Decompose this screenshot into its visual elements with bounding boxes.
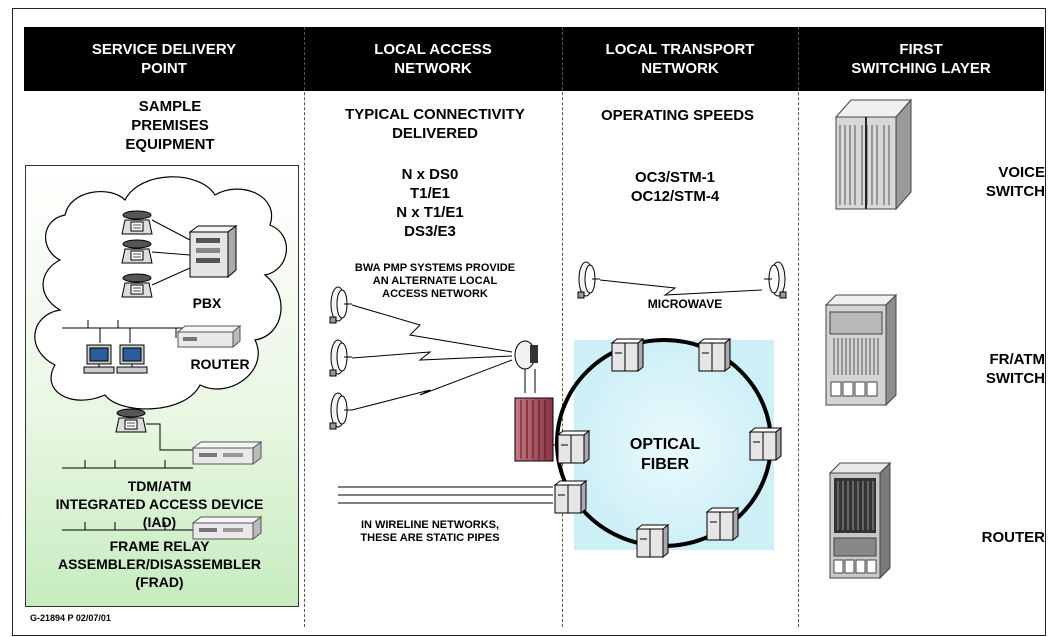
label-line: SWITCH [985, 183, 1045, 200]
core-router-label: ROUTER [981, 529, 1045, 546]
frad-label: FRAME RELAY ASSEMBLER/DISASSEMBLER (FRAD… [32, 537, 287, 591]
premises-router-label: ROUTER [190, 356, 250, 372]
pbx-label: PBX [192, 295, 222, 311]
phone-icon [121, 210, 153, 235]
column-header-service-delivery: SERVICE DELIVERY POINT [24, 27, 304, 91]
phone-icon [115, 408, 147, 433]
typical-connectivity-heading: TYPICAL CONNECTIVITY DELIVERED [310, 105, 560, 143]
phone-icon [121, 239, 153, 264]
label-line: (IAD) [142, 514, 177, 530]
column-header-local-access: LOCAL ACCESS NETWORK [304, 27, 562, 91]
operating-speeds-heading: OPERATING SPEEDS [600, 107, 755, 124]
rate-item: N x T1/E1 [396, 204, 464, 221]
heading-line: EQUIPMENT [125, 136, 215, 153]
fratm-switch-label: FR/ATM SWITCH [950, 350, 1045, 388]
label-line: ASSEMBLER/DISASSEMBLER [57, 556, 262, 572]
base-station-cabinet-icon [514, 397, 554, 462]
voice-switch-label: VOICE SWITCH [950, 163, 1045, 201]
pc-icon [116, 344, 148, 374]
label-line: SWITCH [985, 370, 1045, 387]
rate-item: N x DS0 [401, 166, 459, 183]
premises-cloud [34, 176, 287, 410]
optical-fiber-label: OPTICAL FIBER [615, 435, 715, 475]
pbx-icon [188, 225, 238, 279]
document-id: G-21894 P 02/07/01 [30, 613, 111, 623]
core-router-icon [828, 461, 892, 580]
microwave-label: MICROWAVE [647, 297, 723, 311]
fratm-switch-icon [824, 293, 898, 407]
column-header-local-transport: LOCAL TRANSPORT NETWORK [562, 27, 798, 91]
column-header-line: NETWORK [394, 60, 472, 77]
column-header-line: SERVICE DELIVERY [91, 41, 237, 58]
router-icon [176, 324, 242, 349]
fiber-node-icon [698, 338, 731, 372]
wireline-note: IN WIRELINE NETWORKS, THESE ARE STATIC P… [330, 519, 530, 545]
column-header-line: NETWORK [641, 60, 719, 77]
fiber-node-icon [706, 507, 739, 541]
fiber-node-icon [749, 427, 782, 461]
dish-antenna-icon [577, 261, 601, 299]
rate-item: T1/E1 [409, 185, 451, 202]
fiber-node-icon [557, 430, 590, 464]
iad-device-icon [192, 441, 262, 465]
voice-switch-icon [834, 98, 913, 211]
column-divider [304, 27, 305, 627]
note-line: IN WIRELINE NETWORKS, [360, 519, 500, 531]
phone-icon [121, 273, 153, 298]
column-divider [562, 27, 563, 627]
iad-label: TDM/ATM INTEGRATED ACCESS DEVICE (IAD) [32, 477, 287, 531]
rate-item: DS3/E3 [404, 223, 456, 240]
fiber-node-icon [611, 338, 644, 372]
label-line: FR/ATM [989, 351, 1045, 368]
dish-antenna-icon [329, 339, 353, 377]
base-station-antenna-icon [514, 340, 538, 393]
pc-icon [83, 344, 115, 374]
note-line: BWA PMP SYSTEMS PROVIDE [354, 262, 516, 274]
label-line: TDM/ATM [127, 478, 192, 494]
sample-premises-heading: SAMPLE PREMISES EQUIPMENT [70, 97, 270, 154]
column-header-line: LOCAL ACCESS [374, 41, 492, 58]
connectivity-rates: N x DS0 T1/E1 N x T1/E1 DS3/E3 [350, 165, 510, 241]
dish-antenna-icon [763, 261, 787, 299]
bwa-note: BWA PMP SYSTEMS PROVIDE AN ALTERNATE LOC… [330, 262, 540, 301]
column-header-first-switching: FIRST SWITCHING LAYER [798, 27, 1044, 91]
label-line: VOICE [998, 164, 1045, 181]
label-line: (FRAD) [135, 574, 184, 590]
speed-item: OC3/STM-1 [634, 169, 715, 186]
note-line: ACCESS NETWORK [382, 288, 488, 300]
column-header-line: LOCAL TRANSPORT [605, 41, 755, 58]
column-header-line: SWITCHING LAYER [851, 60, 991, 77]
label-line: FRAME RELAY [109, 538, 210, 554]
fiber-node-icon [554, 480, 587, 514]
column-header-line: POINT [141, 60, 187, 77]
header-bar [24, 27, 1044, 91]
heading-line: TYPICAL CONNECTIVITY [345, 106, 525, 123]
label-line: INTEGRATED ACCESS DEVICE [55, 496, 264, 512]
dish-antenna-icon [329, 392, 353, 430]
operating-speeds-list: OC3/STM-1 OC12/STM-4 [590, 168, 760, 206]
column-header-line: FIRST [899, 41, 943, 58]
label-line: OPTICAL [629, 436, 701, 453]
fiber-node-icon [636, 524, 669, 558]
heading-line: DELIVERED [392, 125, 478, 142]
column-divider [798, 27, 799, 627]
label-line: FIBER [641, 456, 689, 473]
heading-line: PREMISES [131, 117, 209, 134]
speed-item: OC12/STM-4 [630, 188, 720, 205]
note-line: THESE ARE STATIC PIPES [360, 532, 500, 544]
note-line: AN ALTERNATE LOCAL [372, 275, 498, 287]
heading-line: SAMPLE [138, 98, 202, 115]
